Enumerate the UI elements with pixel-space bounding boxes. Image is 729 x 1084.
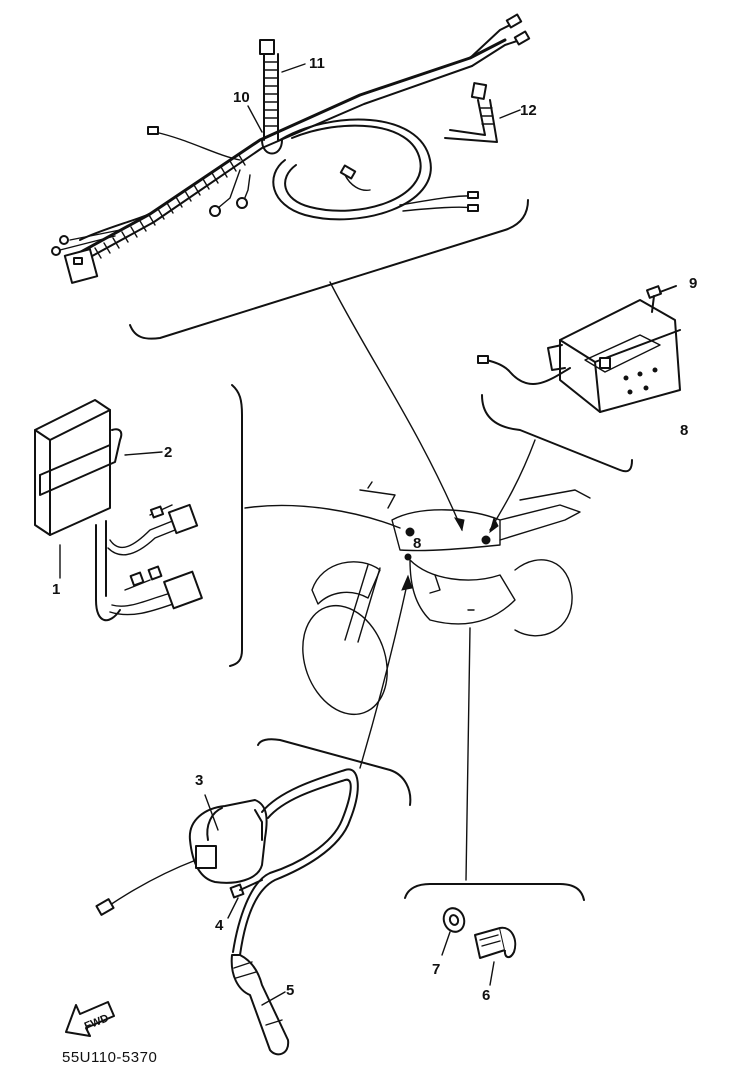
leader-arrow-coil <box>401 574 413 591</box>
callout-8-regulator: 8 <box>680 422 688 439</box>
leader-cdi <box>244 504 401 529</box>
callout-9: 9 <box>689 275 697 292</box>
rectifier-regulator <box>477 299 681 413</box>
leader-harness <box>329 281 463 531</box>
callout-4: 4 <box>215 917 224 934</box>
bolt-part-9 <box>645 285 677 313</box>
fwd-arrow-icon <box>65 1001 115 1037</box>
motorcycle-silhouette <box>302 481 591 716</box>
regulator-bracket <box>481 394 633 473</box>
cdi-section-bracket <box>229 384 243 667</box>
cdi-unit <box>34 399 203 622</box>
leader-arrow-regulator <box>489 516 499 534</box>
callout-11: 11 <box>309 55 325 72</box>
callout-7: 7 <box>432 961 440 978</box>
washer-part-7 <box>441 907 466 956</box>
part-12-band <box>444 82 521 143</box>
callout-1: 1 <box>52 581 60 598</box>
coil-section-bracket <box>257 738 412 806</box>
leader-plug <box>465 627 471 881</box>
plug-section-bracket <box>404 883 585 901</box>
callout-10: 10 <box>233 89 250 106</box>
leader-coil <box>359 579 409 769</box>
plug-part-6 <box>474 926 517 986</box>
callout-6: 6 <box>482 987 490 1004</box>
wire-harness <box>51 13 531 284</box>
callout-12: 12 <box>520 102 537 119</box>
part-11-band <box>259 39 306 155</box>
callout-5: 5 <box>286 982 294 999</box>
drawing-code: 55U110-5370 <box>62 1049 157 1066</box>
callout-8-bike: 8 <box>413 535 421 552</box>
leader-arrow-harness <box>453 517 465 532</box>
callout-2: 2 <box>164 444 172 461</box>
upper-section-bracket <box>129 199 529 340</box>
ignition-coil <box>95 768 359 1056</box>
callout-3: 3 <box>195 772 203 789</box>
